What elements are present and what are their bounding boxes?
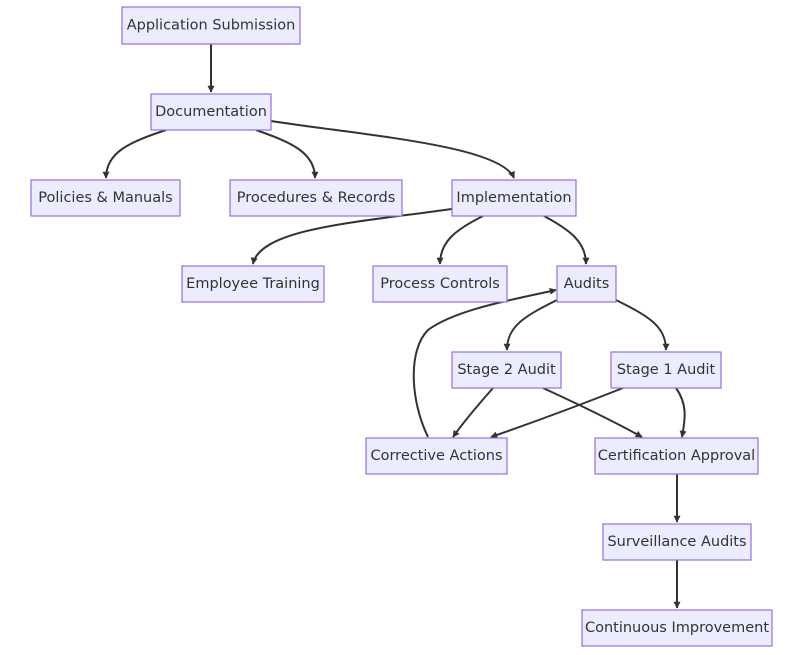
- edge-audits-to-stage-1-audit: [615, 299, 670, 351]
- node-label: Continuous Improvement: [585, 620, 769, 636]
- node-process-controls: Process Controls: [372, 265, 508, 303]
- node-label: Employee Training: [186, 276, 320, 292]
- edge-audits-to-stage-2-audit: [503, 299, 558, 351]
- node-stage-2-audit: Stage 2 Audit: [451, 351, 562, 389]
- node-surveillance-audits: Surveillance Audits: [602, 523, 752, 561]
- edge-implementation-to-audits: [543, 215, 590, 265]
- edge-stage-1-audit-to-certification-approval: [675, 387, 687, 438]
- edge-documentation-to-procedures-records: [255, 129, 319, 179]
- node-label: Certification Approval: [598, 448, 755, 464]
- edge-corrective-actions-to-audits: [412, 287, 557, 438]
- node-label: Implementation: [456, 190, 571, 206]
- edge-documentation-to-implementation: [270, 120, 515, 179]
- node-label: Corrective Actions: [370, 448, 502, 464]
- node-label: Procedures & Records: [237, 190, 396, 206]
- node-label: Process Controls: [380, 276, 500, 292]
- node-implementation: Implementation: [451, 179, 577, 217]
- edge-stage-1-audit-to-corrective-actions: [490, 387, 624, 439]
- node-application-submission: Application Submission: [121, 6, 301, 45]
- node-label: Stage 2 Audit: [457, 362, 556, 378]
- node-corrective-actions: Corrective Actions: [365, 437, 508, 475]
- node-label: Application Submission: [127, 18, 296, 34]
- edges: [102, 44, 687, 609]
- node-employee-training: Employee Training: [181, 265, 325, 303]
- edge-stage-2-audit-to-corrective-actions: [452, 387, 494, 438]
- node-audits: Audits: [556, 265, 617, 303]
- node-policies-manuals: Policies & Manuals: [30, 179, 181, 217]
- edge-implementation-to-process-controls: [436, 215, 484, 265]
- edge-stage-2-audit-to-certification-approval: [542, 387, 643, 438]
- node-label: Policies & Manuals: [38, 190, 172, 206]
- node-certification-approval: Certification Approval: [594, 437, 759, 475]
- nodes: Application Submission Documentation Pol…: [30, 6, 773, 647]
- node-label: Documentation: [155, 104, 267, 120]
- node-stage-1-audit: Stage 1 Audit: [610, 351, 722, 389]
- node-continuous-improvement: Continuous Improvement: [581, 609, 773, 647]
- node-documentation: Documentation: [150, 93, 272, 131]
- node-label: Surveillance Audits: [607, 534, 746, 550]
- node-label: Stage 1 Audit: [617, 362, 716, 378]
- node-label: Audits: [564, 276, 610, 292]
- edge-implementation-to-employee-training: [250, 208, 453, 265]
- edge-documentation-to-policies-manuals: [102, 129, 167, 179]
- node-procedures-records: Procedures & Records: [229, 179, 403, 217]
